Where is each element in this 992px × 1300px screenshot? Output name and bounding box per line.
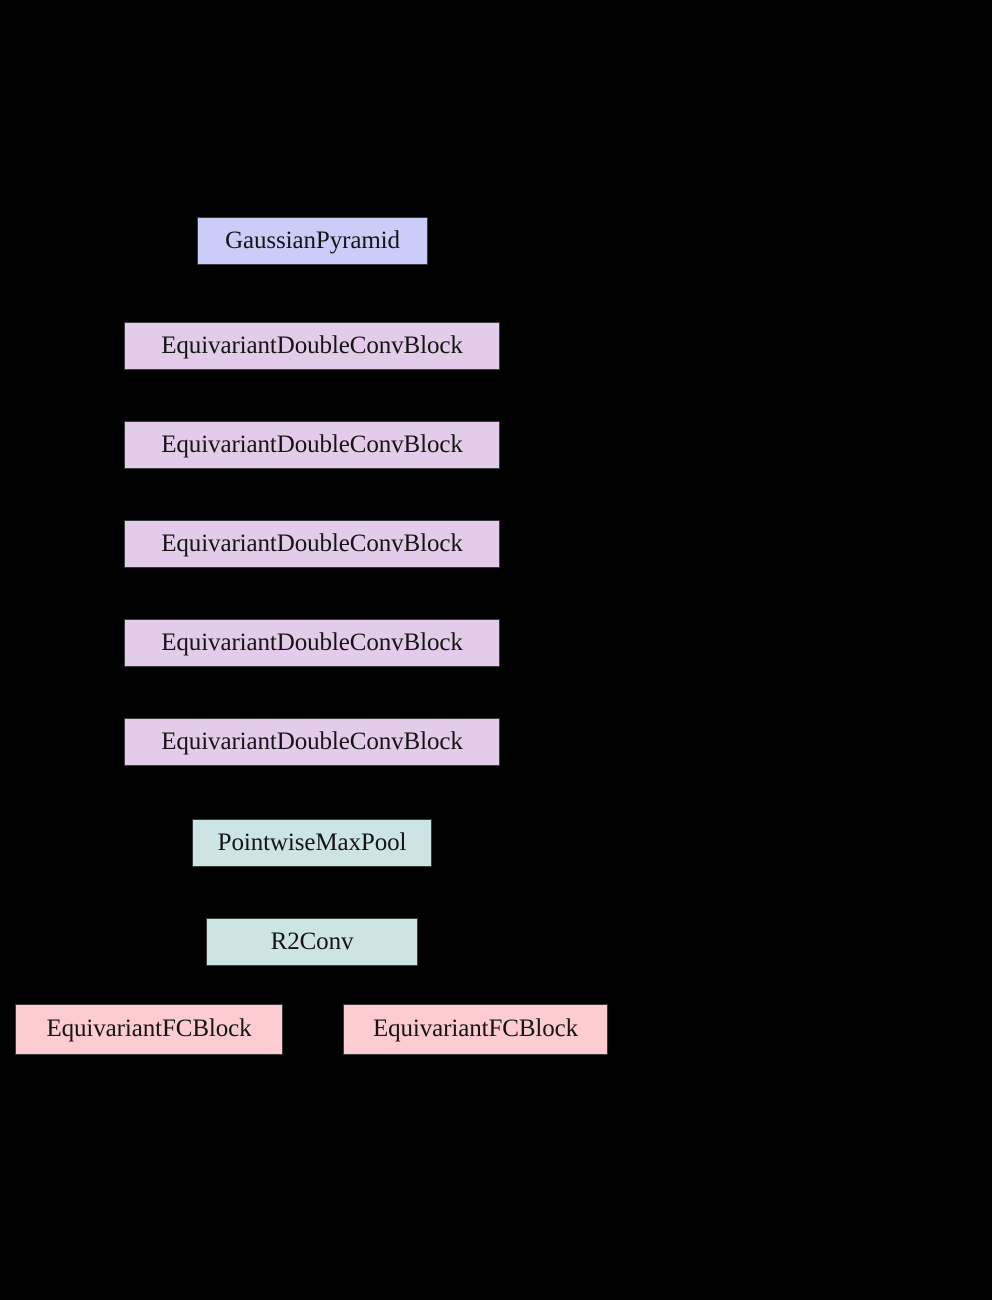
graph-node-equivariant-fc-block-right[interactable]: EquivariantFCBlock: [343, 1004, 608, 1055]
graph-node-equivariant-double-conv-block-3[interactable]: EquivariantDoubleConvBlock: [124, 520, 500, 568]
graph-node-label: R2Conv: [270, 927, 354, 955]
graph-node-equivariant-double-conv-block-1[interactable]: EquivariantDoubleConvBlock: [124, 322, 500, 370]
graph-node-r2conv[interactable]: R2Conv: [206, 918, 418, 966]
graph-node-equivariant-double-conv-block-4[interactable]: EquivariantDoubleConvBlock: [124, 619, 500, 667]
graph-node-label: GaussianPyramid: [225, 226, 400, 254]
graph-node-label: EquivariantDoubleConvBlock: [161, 727, 463, 755]
graph-node-pointwise-max-pool[interactable]: PointwiseMaxPool: [192, 819, 432, 867]
graph-node-label: EquivariantDoubleConvBlock: [161, 628, 463, 656]
graph-node-label: EquivariantDoubleConvBlock: [161, 529, 463, 557]
graph-node-equivariant-double-conv-block-5[interactable]: EquivariantDoubleConvBlock: [124, 718, 500, 766]
graph-node-label: EquivariantFCBlock: [372, 1015, 579, 1042]
graph-node-gaussian-pyramid[interactable]: GaussianPyramid: [197, 217, 428, 265]
graph-node-label: EquivariantDoubleConvBlock: [161, 331, 463, 359]
graph-node-label: EquivariantDoubleConvBlock: [161, 430, 463, 458]
graph-node-equivariant-fc-block-left[interactable]: EquivariantFCBlock: [15, 1004, 283, 1055]
graph-node-label: PointwiseMaxPool: [217, 828, 407, 856]
graph-node-equivariant-double-conv-block-2[interactable]: EquivariantDoubleConvBlock: [124, 421, 500, 469]
graph-node-label: EquivariantFCBlock: [46, 1015, 252, 1042]
